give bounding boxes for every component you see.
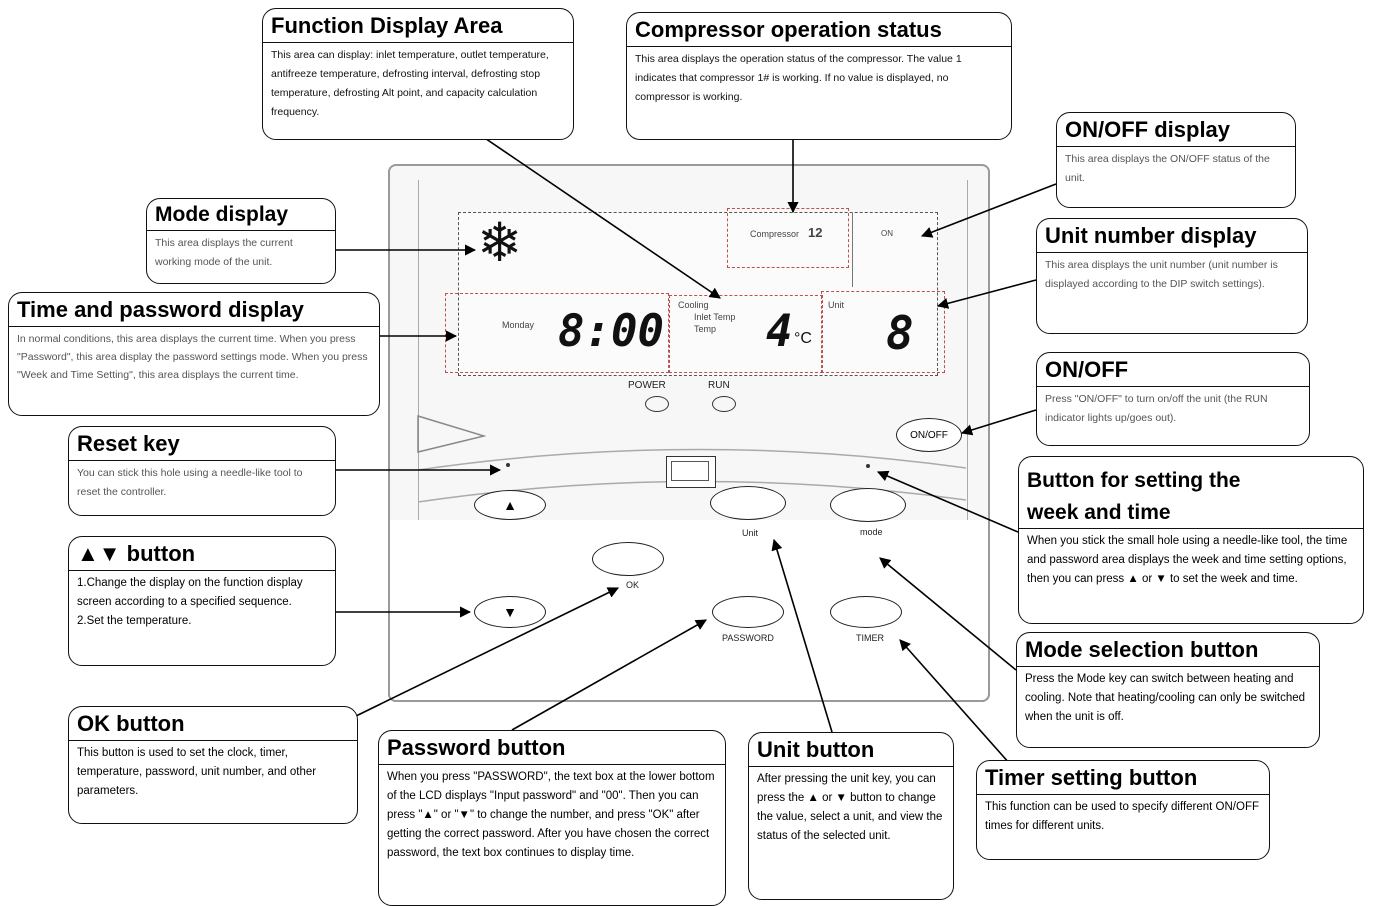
unit-button-label: Unit <box>742 528 759 538</box>
callout-body: This area displays the unit number (unit… <box>1045 259 1278 290</box>
unit-text: Unit <box>828 300 845 310</box>
callout-title: OK button <box>69 707 357 741</box>
panel-left-wedge <box>417 414 486 453</box>
callout-title: Timer setting button <box>977 761 1269 795</box>
down-button[interactable]: ▼ <box>474 596 546 628</box>
mode-button[interactable] <box>830 488 906 522</box>
callout-week-time: Button for setting the week and time Whe… <box>1018 456 1364 624</box>
callout-function-display: Function Display Area This area can disp… <box>262 8 574 140</box>
callout-body-line: 1.Change the display on the function dis… <box>77 577 303 608</box>
ok-button-label: OK <box>626 580 640 590</box>
callout-title-line1: Button for setting the <box>1027 469 1241 492</box>
timer-button[interactable] <box>830 596 902 628</box>
callout-ok: OK button This button is used to set the… <box>68 706 358 824</box>
week-time-hole[interactable] <box>866 464 870 468</box>
callout-title: Time and password display <box>9 293 379 327</box>
callout-unit: Unit button After pressing the unit key,… <box>748 732 954 900</box>
lcd-screen: Compressor 12 ON ❄ Monday 8:00 Cooling I… <box>445 208 945 376</box>
callout-title: Compressor operation status <box>627 13 1011 47</box>
ok-button[interactable] <box>592 542 664 576</box>
callout-body: This area displays the current working m… <box>155 237 293 268</box>
callout-body: When you press "PASSWORD", the text box … <box>387 771 715 859</box>
callout-body: You can stick this hole using a needle-l… <box>77 467 303 498</box>
compressor-text: Compressor <box>750 229 800 239</box>
callout-body: This area can display: inlet temperature… <box>271 49 549 118</box>
callout-timer: Timer setting button This function can b… <box>976 760 1270 860</box>
unit-value: 8 <box>886 306 914 360</box>
temperature-unit: °C <box>794 330 812 347</box>
power-label: POWER <box>628 380 666 391</box>
function-label-1: Cooling <box>678 300 709 310</box>
time-value: 8:00 <box>558 306 664 357</box>
callout-mode-display: Mode display This area displays the curr… <box>146 198 336 284</box>
callout-body: After pressing the unit key, you can pre… <box>757 773 943 842</box>
callout-updown: ▲▼ button 1.Change the display on the fu… <box>68 536 336 666</box>
callout-onoff: ON/OFF Press "ON/OFF" to turn on/off the… <box>1036 352 1310 446</box>
callout-title: Mode selection button <box>1017 633 1319 667</box>
function-label-3: Temp <box>694 324 717 334</box>
temperature-value: 4 <box>766 306 793 357</box>
day-label: Monday <box>502 320 535 330</box>
callout-mode-selection: Mode selection button Press the Mode key… <box>1016 632 1320 748</box>
callout-title: Unit number display <box>1037 219 1307 253</box>
function-display-area: Cooling Inlet Temp Temp 4 °C <box>669 295 823 373</box>
function-label-2: Inlet Temp <box>694 312 736 322</box>
callout-time-password: Time and password display In normal cond… <box>8 292 380 416</box>
callout-title: Reset key <box>69 427 335 461</box>
display-window <box>666 456 716 488</box>
callout-body-line: 2.Set the temperature. <box>77 615 192 627</box>
callout-body: This area displays the ON/OFF status of … <box>1065 153 1270 184</box>
mode-button-label: mode <box>860 527 883 537</box>
callout-title: Function Display Area <box>263 9 573 43</box>
callout-onoff-display: ON/OFF display This area displays the ON… <box>1056 112 1296 208</box>
callout-body: Press the Mode key can switch between he… <box>1025 673 1306 723</box>
reset-hole[interactable] <box>506 463 510 467</box>
callout-body: This button is used to set the clock, ti… <box>77 747 317 797</box>
run-indicator <box>712 396 736 412</box>
timer-button-label: TIMER <box>856 633 884 643</box>
callout-password: Password button When you press "PASSWORD… <box>378 730 726 906</box>
password-button[interactable] <box>712 596 784 628</box>
callout-title: ON/OFF display <box>1057 113 1295 147</box>
compressor-value: 12 <box>808 225 823 240</box>
unit-number-area: Unit 8 <box>821 291 945 373</box>
password-button-label: PASSWORD <box>722 633 774 643</box>
callout-body: When you stick the small hole using a ne… <box>1027 535 1348 585</box>
snowflake-icon: ❄ <box>477 213 523 273</box>
on-text: ON <box>881 229 893 238</box>
callout-body: Press "ON/OFF" to turn on/off the unit (… <box>1045 393 1268 424</box>
callout-title-line2: week and time <box>1019 493 1363 529</box>
time-password-area: Monday 8:00 <box>445 293 669 373</box>
callout-title: Password button <box>379 731 725 765</box>
callout-title: ON/OFF <box>1037 353 1309 387</box>
callout-body: In normal conditions, this area displays… <box>17 333 368 381</box>
unit-button[interactable] <box>710 486 786 520</box>
power-indicator <box>645 396 669 412</box>
callout-body: 1.Change the display on the function dis… <box>69 571 335 634</box>
run-label: RUN <box>708 380 730 391</box>
up-button[interactable]: ▲ <box>474 490 546 520</box>
callout-title: ▲▼ button <box>69 537 335 571</box>
callout-body: This area displays the operation status … <box>635 53 962 103</box>
callout-title: Mode display <box>147 199 335 231</box>
callout-title: Unit button <box>749 733 953 767</box>
callout-reset: Reset key You can stick this hole using … <box>68 426 336 516</box>
callout-compressor: Compressor operation status This area di… <box>626 12 1012 140</box>
lcd-divider <box>852 213 853 287</box>
callout-body: This function can be used to specify dif… <box>985 801 1260 832</box>
callout-unit-number: Unit number display This area displays t… <box>1036 218 1308 334</box>
